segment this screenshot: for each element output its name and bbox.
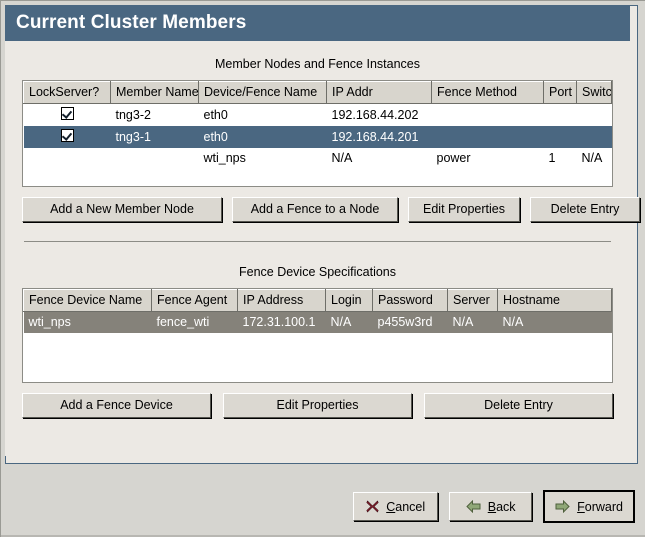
- arrow-right-icon: [555, 500, 570, 513]
- column-header-server[interactable]: Server: [447, 289, 498, 312]
- add-fence-to-node-button[interactable]: Add a Fence to a Node: [232, 197, 398, 222]
- checkbox-lockserver[interactable]: [60, 107, 74, 120]
- column-header-lockserver[interactable]: LockServer?: [23, 81, 111, 104]
- cell-empty: [23, 169, 612, 186]
- members-section-caption: Member Nodes and Fence Instances: [215, 57, 420, 71]
- cell-password: p455w3rd: [372, 311, 448, 333]
- cancel-button-label: Cancel: [386, 500, 425, 514]
- forward-label-rest: orward: [584, 499, 623, 514]
- cell-hostname: N/A: [497, 311, 612, 333]
- add-fence-device-button[interactable]: Add a Fence Device: [22, 393, 211, 418]
- cell-port: [543, 126, 577, 148]
- column-header-switch[interactable]: Switch: [576, 81, 612, 104]
- cell-fence-method: [431, 126, 544, 148]
- cell-ip-addr: 192.168.44.202: [326, 103, 432, 126]
- section-divider: [24, 241, 611, 242]
- cell-switch: [576, 126, 612, 148]
- members-table: LockServer? Member Name Device/Fence Nam…: [23, 81, 612, 186]
- fence-section-caption: Fence Device Specifications: [238, 265, 397, 279]
- delete-entry-member-button[interactable]: Delete Entry: [530, 197, 640, 222]
- forward-mnemonic: F: [577, 499, 585, 514]
- edit-properties-member-button[interactable]: Edit Properties: [408, 197, 520, 222]
- column-header-ip-addr[interactable]: IP Addr: [326, 81, 432, 104]
- column-header-fence-agent[interactable]: Fence Agent: [151, 289, 238, 312]
- members-table-container: LockServer? Member Name Device/Fence Nam…: [22, 80, 613, 187]
- table-empty-space: [23, 169, 612, 186]
- back-button-label: Back: [488, 500, 516, 514]
- back-label-rest: ack: [496, 499, 516, 514]
- cell-fence-device-name: wti_nps: [23, 311, 152, 333]
- column-header-fence-device-name[interactable]: Fence Device Name: [23, 289, 152, 312]
- cell-member-name: tng3-1: [110, 126, 199, 148]
- fence-table-header-row: Fence Device Name Fence Agent IP Address…: [23, 289, 612, 312]
- column-header-fence-method[interactable]: Fence Method: [431, 81, 544, 104]
- cell-ip-addr: 192.168.44.201: [326, 126, 432, 148]
- panel-body: Member Nodes and Fence Instances LockSer…: [5, 41, 640, 456]
- back-mnemonic: B: [487, 499, 497, 514]
- fence-button-row: Add a Fence Device Edit Properties Delet…: [22, 393, 613, 418]
- column-header-login[interactable]: Login: [325, 289, 373, 312]
- cell-ip-address: 172.31.100.1: [237, 311, 326, 333]
- column-header-password[interactable]: Password: [372, 289, 448, 312]
- cell-port: [543, 103, 577, 126]
- cell-lockserver: [23, 148, 111, 169]
- cancel-button[interactable]: Cancel: [353, 492, 439, 521]
- table-row[interactable]: tng3-1 eth0 192.168.44.201: [23, 126, 612, 148]
- cancel-mnemonic: C: [386, 499, 396, 514]
- footer-button-group: Cancel Back Forward: [353, 490, 635, 523]
- column-header-device-fence-name[interactable]: Device/Fence Name: [198, 81, 327, 104]
- cell-port: 1: [543, 148, 577, 169]
- cell-fence-agent: fence_wti: [151, 311, 238, 333]
- cell-device-fence-name: eth0: [198, 103, 327, 126]
- edit-properties-fence-button[interactable]: Edit Properties: [223, 393, 412, 418]
- cell-device-fence-name: wti_nps: [198, 148, 327, 169]
- page-title: Current Cluster Members: [16, 12, 247, 33]
- fence-table-container: Fence Device Name Fence Agent IP Address…: [22, 288, 613, 383]
- title-bar: Current Cluster Members: [5, 5, 630, 41]
- fence-table-body: wti_nps fence_wti 172.31.100.1 N/A p455w…: [23, 311, 612, 382]
- column-header-ip-address[interactable]: IP Address: [237, 289, 326, 312]
- column-header-hostname[interactable]: Hostname: [497, 289, 612, 312]
- forward-button-label: Forward: [577, 500, 623, 514]
- cell-member-name: tng3-2: [110, 103, 199, 126]
- dialog-footer: Cancel Back Forward: [1, 465, 645, 537]
- cancel-x-icon: [366, 500, 379, 513]
- checkbox-lockserver[interactable]: [60, 129, 74, 142]
- cell-empty: [23, 333, 612, 382]
- cell-member-name: [110, 148, 199, 169]
- back-button[interactable]: Back: [449, 492, 533, 521]
- add-new-member-node-button[interactable]: Add a New Member Node: [22, 197, 222, 222]
- column-header-member-name[interactable]: Member Name: [110, 81, 199, 104]
- table-row[interactable]: wti_nps N/A power 1 N/A: [23, 148, 612, 169]
- table-row[interactable]: wti_nps fence_wti 172.31.100.1 N/A p455w…: [23, 311, 612, 333]
- cell-fence-method: power: [431, 148, 544, 169]
- table-row[interactable]: tng3-2 eth0 192.168.44.202: [23, 103, 612, 126]
- cell-switch: N/A: [576, 148, 612, 169]
- cancel-label-rest: ancel: [395, 499, 426, 514]
- table-empty-space: [23, 333, 612, 382]
- members-button-row: Add a New Member Node Add a Fence to a N…: [22, 197, 640, 222]
- arrow-left-icon: [466, 500, 481, 513]
- cell-device-fence-name: eth0: [198, 126, 327, 148]
- cell-server: N/A: [447, 311, 498, 333]
- cell-lockserver[interactable]: [23, 126, 111, 148]
- cell-switch: [576, 103, 612, 126]
- members-table-header-row: LockServer? Member Name Device/Fence Nam…: [23, 81, 612, 104]
- cell-ip-addr: N/A: [326, 148, 432, 169]
- forward-button[interactable]: Forward: [543, 490, 635, 523]
- column-header-port[interactable]: Port: [543, 81, 577, 104]
- members-table-body: tng3-2 eth0 192.168.44.202 tng3-1 eth0 1…: [23, 103, 612, 186]
- cell-login: N/A: [325, 311, 373, 333]
- delete-entry-fence-button[interactable]: Delete Entry: [424, 393, 613, 418]
- cell-lockserver[interactable]: [23, 103, 111, 126]
- fence-devices-table: Fence Device Name Fence Agent IP Address…: [23, 289, 612, 382]
- window-bottom-edge: [1, 535, 645, 537]
- cell-fence-method: [431, 103, 544, 126]
